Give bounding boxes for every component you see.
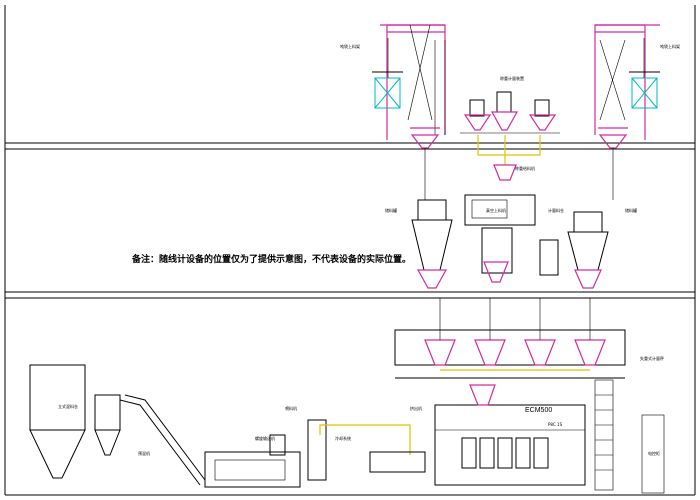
ground-floor-equipment — [29, 364, 586, 488]
label-conveyor: 螺旋输送机 — [255, 435, 275, 441]
label-left-silo: 储料罐 — [385, 207, 397, 213]
label-feeder: 喂料机 — [285, 405, 297, 411]
label-platform: 失重式计量秤 — [640, 355, 664, 361]
label-cooling: 冷却系统 — [335, 435, 351, 441]
label-big-silo: 立式混料仓 — [58, 403, 78, 409]
label-right-silo1: 计量料仓 — [548, 207, 564, 213]
label-mixer-bottom: 预混机 — [138, 450, 150, 456]
label-left-crane: 吨袋上料架 — [340, 43, 360, 49]
label-control: 电控柜 — [648, 450, 660, 456]
label-right-crane: 吨袋上料架 — [660, 43, 680, 49]
label-top-mixer: 称重计量装置 — [500, 75, 524, 81]
building-frame — [4, 5, 696, 496]
label-right-silo2: 储料罐 — [625, 207, 637, 213]
weigh-platform — [394, 298, 665, 494]
right-crane — [594, 24, 660, 200]
left-crane — [372, 24, 446, 200]
top-weighing-units — [460, 91, 560, 181]
model-sub: P8C 1S — [548, 422, 563, 427]
label-mid-box: 真空上料机 — [486, 207, 506, 213]
middle-floor-equipment — [411, 194, 609, 289]
label-mid-hopper: 称重给料机 — [515, 165, 535, 171]
label-extruder: 挤出机 — [410, 405, 422, 411]
note-text: 备注：随线计设备的位置仅为了提供示意图，不代表设备的实际位置。 — [131, 253, 411, 265]
model-name: ECM500 — [525, 407, 552, 414]
